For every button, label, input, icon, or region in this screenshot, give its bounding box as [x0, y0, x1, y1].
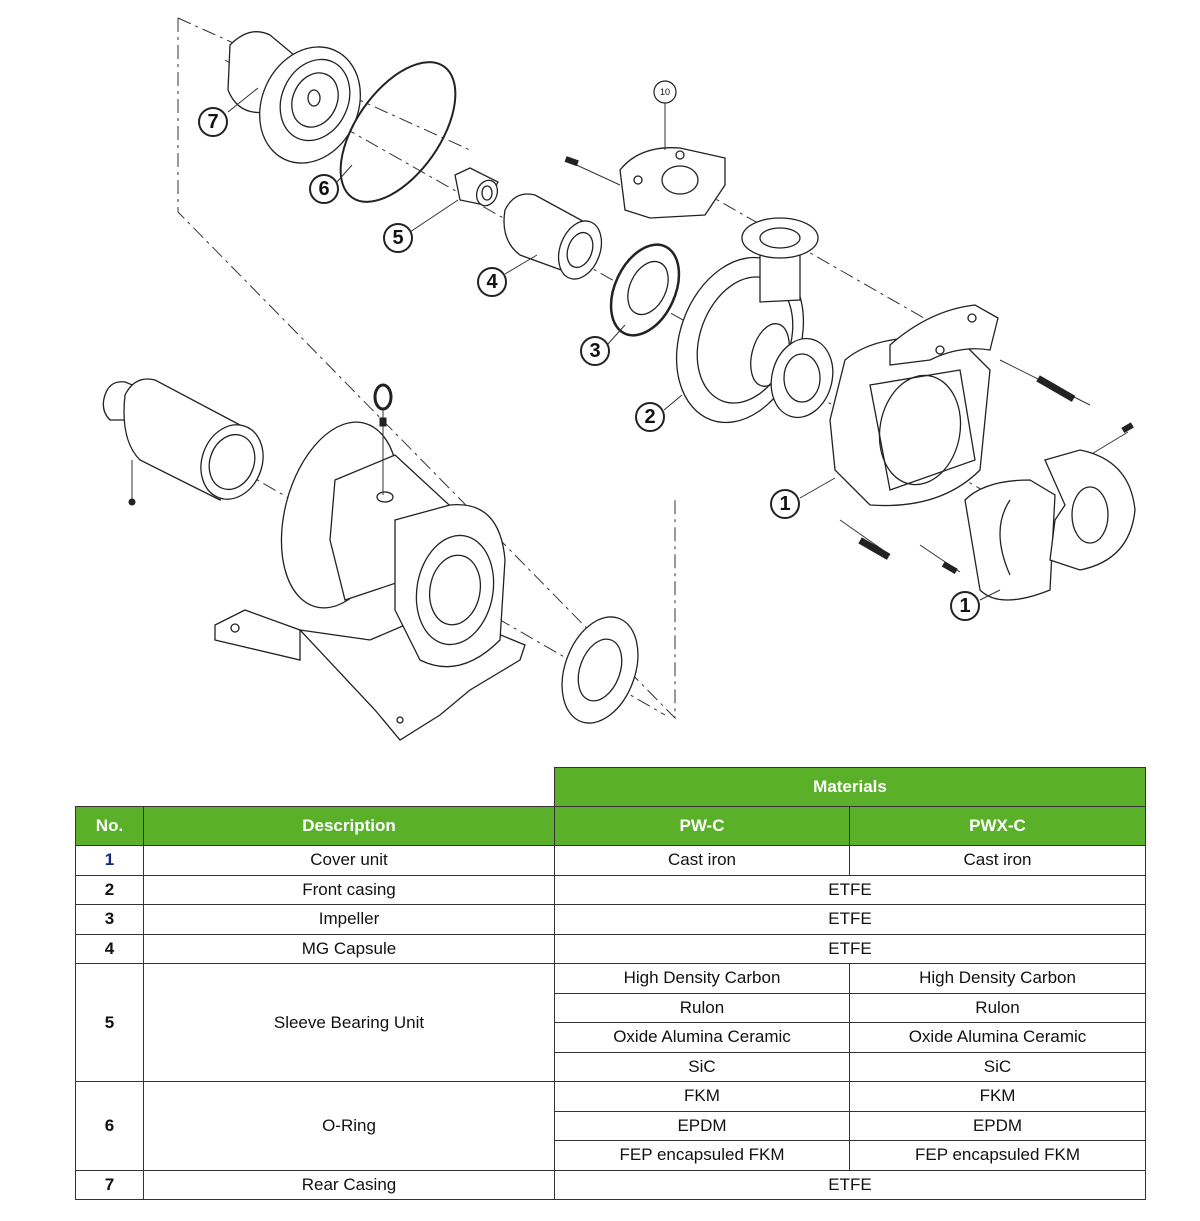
callout-7: 7	[198, 107, 228, 137]
pump-bracket-part	[214, 421, 526, 741]
pwx-c-material: SiC	[848, 1051, 1147, 1082]
callout-7-label: 7	[207, 111, 218, 133]
pwx-c-material: EPDM	[848, 1110, 1147, 1141]
table-row: 4 MG Capsule ETFE	[75, 933, 1147, 964]
callout-4: 4	[477, 267, 507, 297]
part-number: 1	[75, 845, 144, 876]
table-header-row: No. Description PW-C PWX-C	[75, 806, 1147, 846]
no-header: No.	[75, 806, 144, 846]
pw-c-material: SiC	[554, 1051, 850, 1082]
pwx-c-material: High Density Carbon	[848, 963, 1147, 994]
table-row: 1 Cover unit Cast iron Cast iron	[75, 845, 1147, 876]
callout-5-label: 5	[392, 227, 403, 249]
part-number: 4	[75, 933, 144, 964]
pw-c-header: PW-C	[554, 806, 850, 846]
part-description: Rear Casing	[143, 1169, 555, 1200]
pw-c-material: FEP encapsuled FKM	[554, 1140, 850, 1171]
table-row: 2 Front casing ETFE	[75, 874, 1147, 905]
table-row: 7 Rear Casing ETFE	[75, 1169, 1147, 1200]
header-spacer	[75, 767, 555, 807]
top-bracket-part	[619, 147, 726, 219]
callout-2: 2	[635, 402, 665, 432]
sleeve-bearing-part	[454, 167, 499, 207]
eye-bolt-part	[373, 383, 393, 495]
part-description: O-Ring	[143, 1081, 555, 1171]
pw-c-material: Oxide Alumina Ceramic	[554, 1022, 850, 1053]
part-description: Impeller	[143, 904, 555, 935]
shared-material: ETFE	[553, 1169, 1147, 1200]
assembly-boundary-line	[177, 17, 676, 720]
materials-header: Materials	[553, 767, 1147, 807]
pwx-c-header: PWX-C	[848, 806, 1147, 846]
pwx-c-material: FEP encapsuled FKM	[848, 1140, 1147, 1171]
pw-c-material: EPDM	[554, 1110, 850, 1141]
table-subrow: FEP encapsuled FKM FEP encapsuled FKM	[76, 1140, 1147, 1171]
rear-casing-part	[227, 31, 362, 164]
part-number: 3	[75, 904, 144, 935]
callout-3-label: 3	[589, 340, 600, 362]
description-header: Description	[143, 806, 555, 846]
part-number: 2	[75, 874, 144, 905]
part-description: Sleeve Bearing Unit	[143, 963, 555, 1082]
part-number: 7	[75, 1169, 144, 1200]
lower-clamp-part	[964, 449, 1136, 601]
table-subrow: EPDM EPDM	[76, 1110, 1147, 1141]
cover-unit-part	[829, 304, 999, 507]
shared-material: ETFE	[553, 874, 1147, 905]
callout-6: 6	[309, 174, 339, 204]
front-casing-part	[675, 217, 834, 424]
table-row: 6 O-Ring FKM FKM	[75, 1081, 1147, 1171]
table-row: 3 Impeller ETFE	[75, 904, 1147, 935]
callout-1-cover-label: 1	[779, 493, 790, 515]
part-number: 5	[75, 963, 144, 1082]
callout-4-label: 4	[486, 271, 498, 293]
pw-c-material: Cast iron	[554, 845, 850, 876]
callout-1-clamp-label: 1	[959, 595, 970, 617]
callout-10-label: 10	[660, 87, 670, 97]
callout-1-cover: 1	[770, 489, 800, 519]
shared-material: ETFE	[553, 904, 1147, 935]
pw-c-material: FKM	[554, 1081, 850, 1112]
pw-c-material: High Density Carbon	[554, 963, 850, 994]
table-subrow: SiC SiC	[76, 1051, 1147, 1082]
materials-table: Materials No. Description PW-C PWX-C 1 C…	[75, 767, 1147, 1200]
shared-material: ETFE	[553, 933, 1147, 964]
table-subrow: Oxide Alumina Ceramic Oxide Alumina Cera…	[76, 1022, 1147, 1053]
part-description: Cover unit	[143, 845, 555, 876]
callout-3: 3	[580, 336, 610, 366]
pwx-c-material: Oxide Alumina Ceramic	[848, 1022, 1147, 1053]
part-number: 6	[75, 1081, 144, 1171]
callout-10: 10	[653, 80, 677, 104]
pwx-c-material: Rulon	[848, 992, 1147, 1023]
mg-capsule-part	[503, 193, 603, 280]
part-description: MG Capsule	[143, 933, 555, 964]
callout-2-label: 2	[644, 406, 655, 428]
upper-axis-line	[699, 189, 946, 331]
callout-6-label: 6	[318, 178, 329, 200]
pw-c-material: Rulon	[554, 992, 850, 1023]
callout-1-clamp: 1	[950, 591, 980, 621]
pwx-c-material: FKM	[848, 1081, 1147, 1112]
o-ring-part	[339, 61, 457, 203]
table-row: 5 Sleeve Bearing Unit High Density Carbo…	[75, 963, 1147, 1082]
spacer-ring-part	[561, 616, 639, 724]
callout-5: 5	[383, 223, 413, 253]
pwx-c-material: Cast iron	[848, 845, 1147, 876]
impeller-part	[609, 243, 681, 337]
exploded-parts-diagram: 7 6 5 4 3 2 1 1 10	[102, 17, 1136, 741]
table-super-header-row: Materials	[75, 767, 1147, 807]
part-description: Front casing	[143, 874, 555, 905]
drive-magnet-rotor-part	[102, 378, 264, 501]
